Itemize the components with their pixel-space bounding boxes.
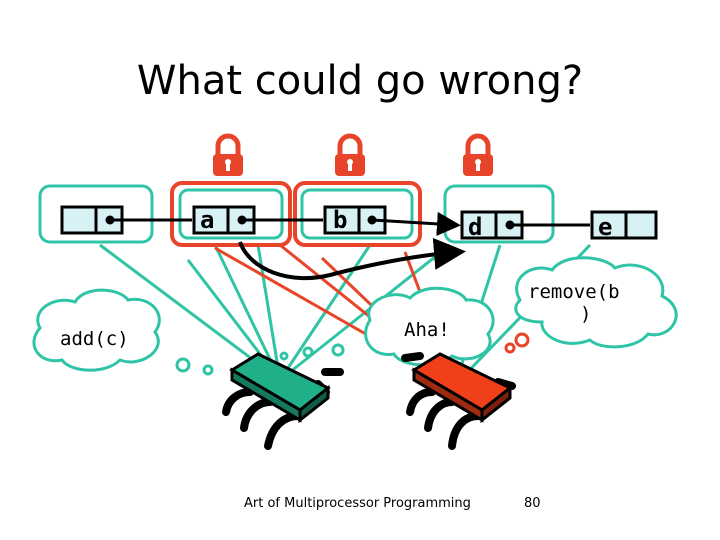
slide-title: What could go wrong?	[136, 58, 584, 104]
thought-cloud-left: add(c)	[32, 288, 161, 372]
thought-bubble-dot	[514, 332, 530, 348]
lock-window-inner-right	[300, 188, 414, 240]
thought-bubble-dot	[202, 364, 214, 376]
lock-icon	[213, 133, 243, 176]
node-label-d: d	[468, 213, 482, 241]
thread-left-icon	[222, 352, 344, 450]
thread-right-icon	[401, 352, 516, 450]
lock-window-outer-right	[293, 181, 422, 247]
thought-bubble-dot	[302, 346, 314, 358]
thought-bubble-dot	[279, 351, 289, 361]
thought-bubble-dot	[504, 342, 516, 354]
footer-page-number: 80	[524, 496, 541, 511]
thought-bubble-dot	[175, 357, 191, 373]
thought-cloud-middle: Aha!	[364, 286, 495, 367]
node-label-a: a	[200, 206, 214, 234]
thought-label-add: add(c)	[60, 328, 129, 350]
lock-window-inner-left	[178, 188, 284, 240]
redirected-pointer-arrow	[238, 237, 466, 281]
thought-label-remove-line1: remove(b	[528, 281, 620, 303]
thought-label-aha: Aha!	[404, 319, 450, 341]
thought-bubble-dot	[331, 343, 345, 357]
node-label-e: e	[598, 213, 612, 241]
next-pointers	[105, 211, 590, 236]
list-node-e: e	[590, 210, 658, 241]
lock-window-left-node	[38, 184, 154, 244]
thought-cloud-right: remove(b )	[514, 256, 678, 349]
lock-icon	[463, 133, 493, 176]
lock-icon	[335, 133, 365, 176]
thought-label-remove-line2: )	[580, 303, 591, 325]
node-label-b: b	[333, 206, 347, 234]
lock-window-outer-left	[170, 181, 292, 247]
footer-book-title: Art of Multiprocessor Programming	[244, 496, 471, 511]
